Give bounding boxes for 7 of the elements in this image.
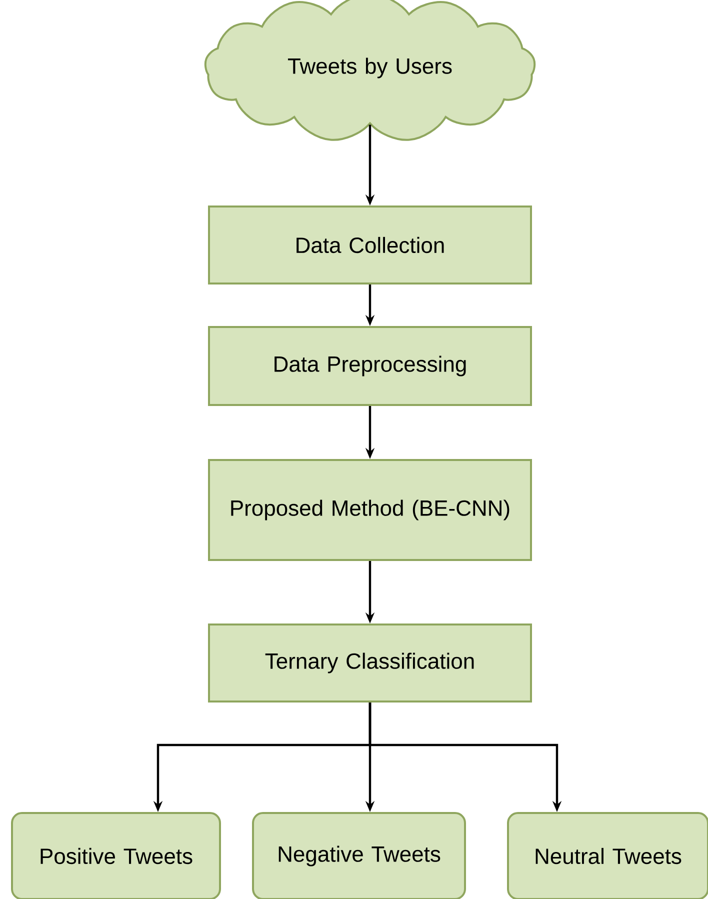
result-box: Negative Tweets: [252, 812, 466, 899]
result-box: Positive Tweets: [11, 812, 221, 899]
result-box: Neutral Tweets: [507, 812, 708, 899]
process-box: Data Collection: [208, 206, 532, 284]
process-box: Ternary Classification: [208, 624, 532, 702]
process-box: Proposed Method (BE-CNN): [208, 459, 532, 561]
process-box: Data Preprocessing: [208, 326, 532, 406]
